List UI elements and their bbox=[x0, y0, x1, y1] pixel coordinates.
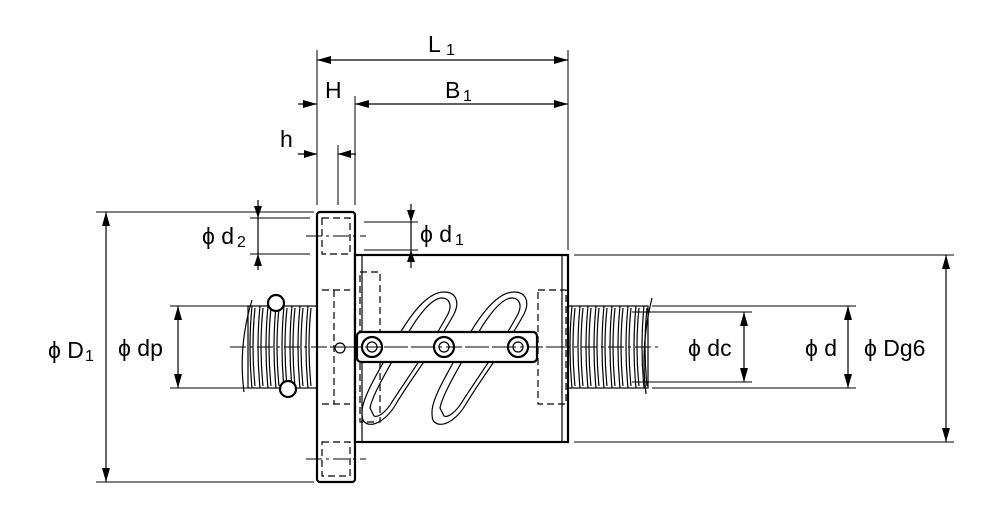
label-L1: L bbox=[428, 31, 441, 57]
dimension-d: ϕ d bbox=[652, 305, 856, 389]
dimension-D1: ϕ D 1 bbox=[48, 211, 314, 483]
thread-ridge bbox=[633, 305, 637, 389]
thread-ridge-inner bbox=[596, 307, 600, 387]
label-B1: B bbox=[445, 77, 460, 103]
label-dc: ϕ dc bbox=[688, 335, 732, 361]
label-D1-sub: 1 bbox=[85, 348, 94, 365]
label-D1: ϕ D bbox=[48, 337, 84, 363]
screw-shaft-right bbox=[567, 297, 653, 395]
label-d2: ϕ d bbox=[202, 223, 234, 249]
label-d2-sub: 2 bbox=[237, 234, 246, 251]
label-B1-sub: 1 bbox=[463, 88, 472, 105]
thread-ridge bbox=[569, 305, 573, 389]
flange-hole-bottom bbox=[321, 441, 351, 477]
label-d: ϕ d bbox=[805, 335, 837, 361]
label-h: h bbox=[280, 126, 293, 152]
thread-ridge-inner bbox=[604, 307, 608, 387]
dimension-h: h bbox=[280, 126, 356, 205]
label-Dg6: ϕ Dg6 bbox=[864, 335, 925, 361]
thread-ridge bbox=[273, 305, 277, 389]
dimension-Dg6: ϕ Dg6 bbox=[574, 254, 954, 443]
thread-ridge bbox=[625, 305, 629, 389]
thread-ridge bbox=[577, 305, 581, 389]
ball-top bbox=[266, 293, 286, 313]
dimension-H-B1: H B 1 bbox=[298, 77, 568, 205]
ball-bottom bbox=[278, 379, 298, 399]
thread-ridge bbox=[281, 305, 285, 389]
thread-ridge-inner bbox=[308, 307, 312, 387]
flange-centre-mark bbox=[334, 342, 346, 354]
retainer-plate bbox=[330, 330, 560, 364]
dimension-dp: ϕ dp bbox=[118, 306, 182, 388]
dimension-d1: ϕ d 1 bbox=[364, 204, 464, 268]
label-H: H bbox=[325, 77, 342, 103]
label-L1-sub: 1 bbox=[446, 42, 455, 59]
thread-ridge-inner bbox=[300, 307, 304, 387]
dimension-d2: ϕ d 2 bbox=[202, 200, 310, 270]
thread-ridge-inner bbox=[252, 307, 256, 387]
thread-ridge-inner bbox=[572, 307, 576, 387]
dimension-dc: ϕ dc bbox=[632, 311, 752, 383]
dimension-L1: L 1 bbox=[316, 31, 569, 250]
label-dp: ϕ dp bbox=[118, 335, 163, 361]
label-d1: ϕ d bbox=[420, 221, 452, 247]
label-d1-sub: 1 bbox=[455, 232, 464, 249]
screw-shaft-left bbox=[170, 299, 319, 393]
